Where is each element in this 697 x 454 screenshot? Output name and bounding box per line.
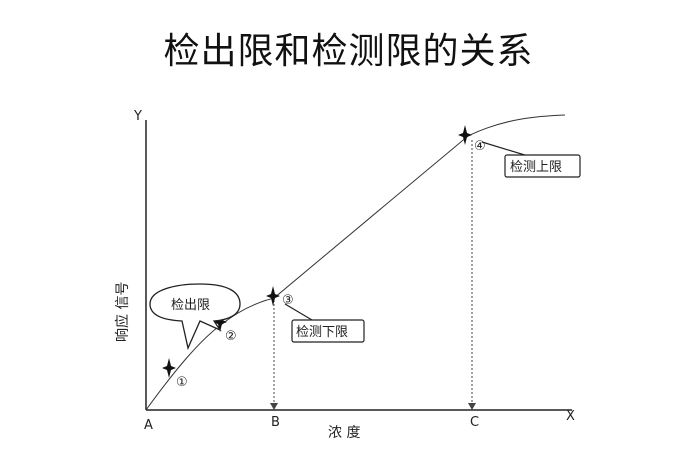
y-axis-letter: Y xyxy=(133,109,142,124)
point-b-label: B xyxy=(271,415,280,430)
x-axis-letter: X xyxy=(566,409,575,424)
marker-1: ① xyxy=(176,375,188,390)
lower-limit-box xyxy=(291,319,365,343)
star-marker-1 xyxy=(162,358,176,378)
detection-limit-label: 检出限 xyxy=(171,298,210,313)
lower-limit-label: 检测下限 xyxy=(296,325,348,340)
marker-2: ② xyxy=(225,329,237,344)
point-a-label: A xyxy=(144,418,153,433)
upper-limit-box xyxy=(504,154,581,178)
lower-limit-pointer xyxy=(284,303,313,321)
marker-3: ③ xyxy=(282,293,294,308)
star-marker-2 xyxy=(213,312,227,332)
response-curve xyxy=(145,114,566,411)
upper-limit-label: 检测上限 xyxy=(510,160,562,175)
page-title: 检出限和检测限的关系 xyxy=(163,31,534,72)
star-marker-3 xyxy=(266,286,280,306)
detection-limit-bubble xyxy=(149,283,241,351)
point-c-label: C xyxy=(470,415,479,430)
upper-limit-pointer xyxy=(481,141,529,157)
marker-4: ④ xyxy=(474,139,486,154)
guide-arrow-b xyxy=(270,403,278,410)
y-axis-label: 响应 信号 xyxy=(114,282,131,342)
star-marker-4 xyxy=(458,125,472,145)
guide-arrow-c xyxy=(468,403,476,410)
x-axis-label: 浓 度 xyxy=(328,425,360,441)
